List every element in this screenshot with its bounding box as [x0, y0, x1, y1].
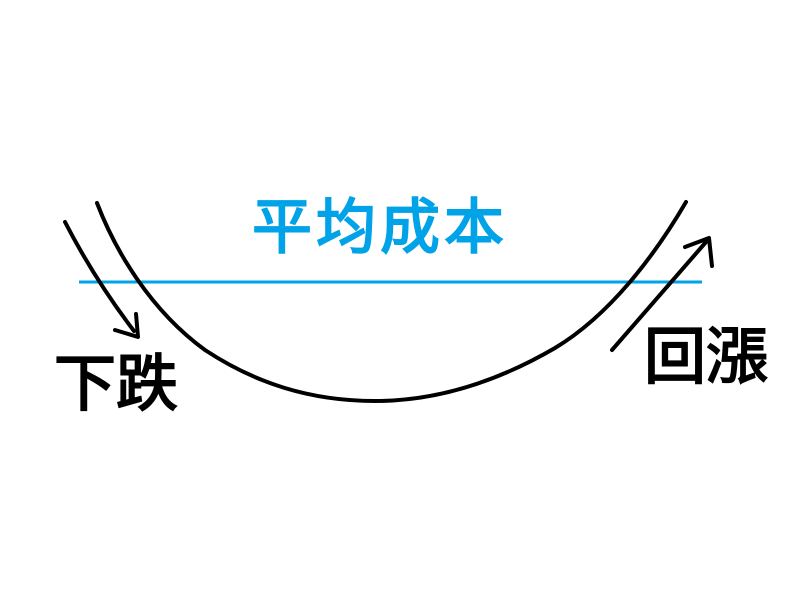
up-arrow-head — [683, 236, 714, 268]
decline-label: 下跌 — [54, 347, 179, 420]
down-arrow-shaft — [63, 220, 136, 333]
down-arrow-head — [113, 312, 140, 339]
rebound-label: 回漲 — [644, 320, 769, 393]
price-curve — [95, 200, 688, 403]
average-cost-label: 平均成本 — [252, 193, 508, 263]
down-arrow — [63, 220, 140, 339]
up-arrow-shaft — [610, 240, 708, 352]
up-arrow — [610, 236, 714, 352]
